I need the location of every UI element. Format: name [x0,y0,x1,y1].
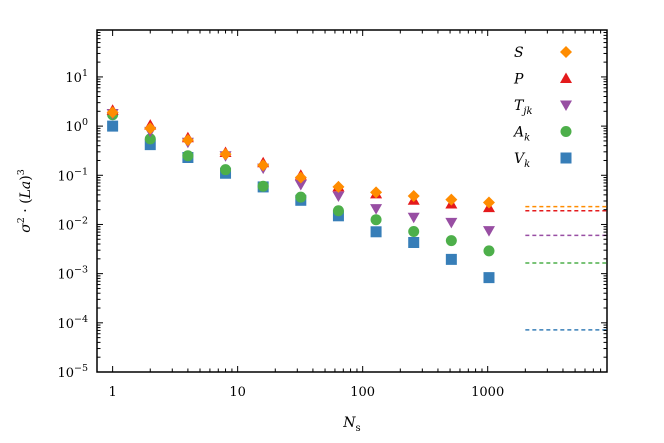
point-vk [144,139,156,151]
point-tjk [445,217,458,229]
legend-marker [560,46,572,58]
point-ak [257,180,269,192]
y-tick-label: 10−1 [57,166,88,184]
legend-label: Tjk [514,98,533,117]
point-tjk [294,179,307,191]
y-tick-label: 10−2 [57,215,88,233]
point-tjk [407,212,420,224]
point-tjk [482,226,495,237]
point-s [482,196,495,209]
y-tick-label: 10−5 [57,363,88,381]
legend-label: P [513,72,524,88]
point-s [219,148,232,161]
legend-marker [560,100,572,111]
point-vk [408,236,420,248]
x-tick-label: 10 [229,385,246,400]
axis-ticks: 1 10 100 1000 10−5 10−4 10−3 10−2 10−1 100 101 [57,29,608,400]
y-tick-label: 100 [65,117,88,135]
y-tick-label: 101 [65,68,88,86]
limit-lines [525,205,607,331]
x-axis-label: Ns [342,415,360,434]
point-vk [483,272,495,284]
legend-label: Ak [512,125,530,144]
point-vk [370,226,382,238]
point-s [257,159,270,172]
axis-labels: Ns σ2 · (La)3 [16,169,361,434]
point-ak [182,150,194,162]
legend-label: Vk [514,151,530,170]
x-tick-label: 100 [350,385,375,400]
point-ak [295,191,307,203]
legend-marker [560,72,572,83]
legend-marker [560,126,572,137]
legend-marker [560,152,572,164]
point-s [407,189,420,202]
point-ak [370,214,382,226]
plot-frame [96,29,608,373]
point-s [294,171,307,184]
point-ak [144,133,156,145]
point-s [144,122,157,135]
x-tick-label: 1000 [471,385,504,400]
point-vk [107,120,119,132]
point-ak [483,245,495,257]
point-s [181,134,194,147]
y-axis-label: σ2 · (La)3 [16,169,34,233]
y-tick-label: 10−4 [57,314,88,332]
point-tjk [370,204,383,215]
point-s [106,106,119,119]
point-vk [445,253,457,265]
point-s [445,193,458,206]
point-ak [332,205,344,217]
y-tick-label: 10−3 [57,265,88,283]
point-ak [220,164,232,176]
legend-label: S [514,45,524,61]
point-s [332,180,345,193]
data-markers [106,104,495,284]
point-ak [408,225,420,237]
plot-area [96,29,608,373]
x-tick-label: 1 [108,385,116,400]
point-tjk [332,191,345,202]
point-s [370,186,383,199]
point-ak [445,235,457,247]
